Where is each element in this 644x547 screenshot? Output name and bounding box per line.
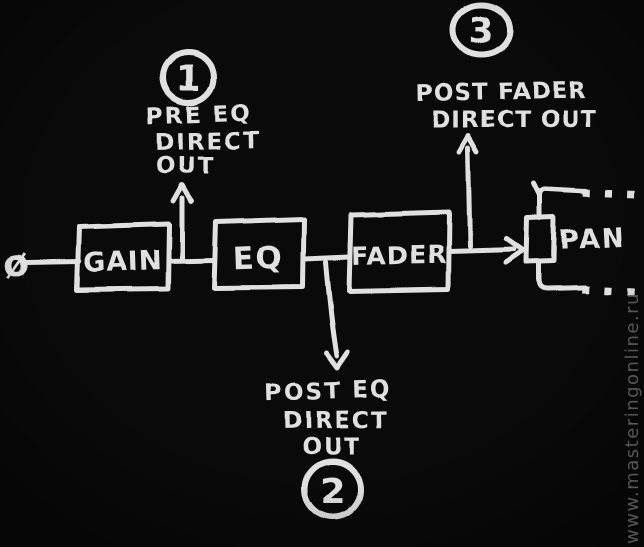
watermark-text: www.masteringonline.ru [622, 292, 643, 544]
